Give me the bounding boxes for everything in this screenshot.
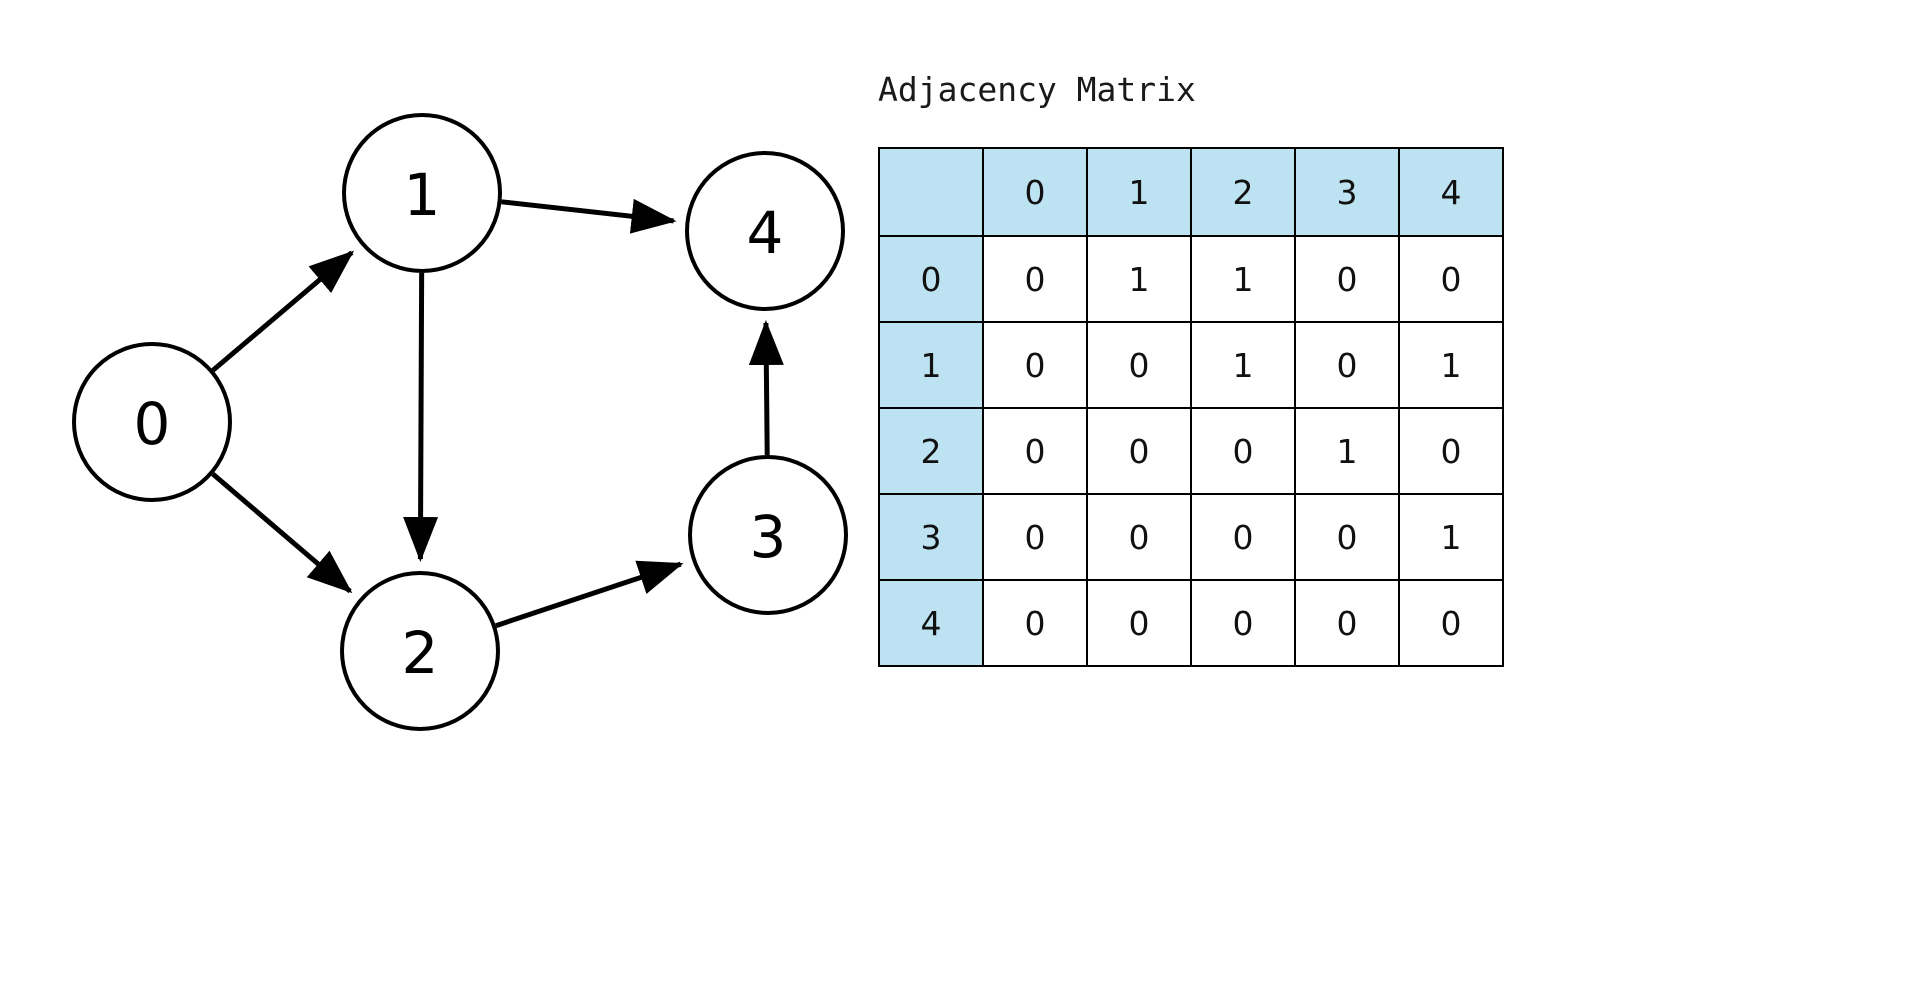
matrix-cell-0-1: 1 [1086, 235, 1192, 323]
node-circle-4 [685, 151, 845, 311]
matrix-cell-1-0: 0 [982, 321, 1088, 409]
matrix-cell-3-3: 0 [1294, 493, 1400, 581]
graph-node-1[interactable]: 1 [342, 113, 502, 273]
matrix-cell-0-4: 0 [1398, 235, 1504, 323]
edge-1-to-4 [501, 198, 677, 234]
graph-node-4[interactable]: 4 [685, 151, 845, 311]
node-circle-3 [688, 455, 848, 615]
nodes-layer: 0 1 2 3 4 [72, 113, 848, 731]
matrix-col-header-2: 2 [1190, 147, 1296, 237]
matrix-cell-3-4: 1 [1398, 493, 1504, 581]
matrix-cell-2-2: 0 [1190, 407, 1296, 495]
edge-0-to-2 [211, 472, 353, 594]
edge-1-to-2 [403, 272, 439, 563]
matrix-col-header-3: 3 [1294, 147, 1400, 237]
matrix-cell-3-0: 0 [982, 493, 1088, 581]
matrix-row-header-1: 1 [878, 321, 984, 409]
matrix-cell-4-3: 0 [1294, 579, 1400, 667]
edge-0-to-1 [211, 250, 355, 373]
matrix-col-header-0: 0 [982, 147, 1088, 237]
edges-layer [211, 198, 784, 629]
matrix-cell-0-3: 0 [1294, 235, 1400, 323]
matrix-cell-3-1: 0 [1086, 493, 1192, 581]
graph-node-0[interactable]: 0 [72, 342, 232, 502]
edge-2-to-3 [495, 560, 684, 629]
graph-node-2[interactable]: 2 [340, 571, 500, 731]
matrix-cell-4-1: 0 [1086, 579, 1192, 667]
matrix-row-header-0: 0 [878, 235, 984, 323]
matrix-cell-0-0: 0 [982, 235, 1088, 323]
node-label-4: 4 [747, 199, 784, 267]
node-label-0: 0 [134, 390, 171, 458]
edge-3-to-4 [748, 319, 784, 456]
node-label-2: 2 [402, 619, 439, 687]
matrix-cell-1-4: 1 [1398, 321, 1504, 409]
matrix-cell-4-4: 0 [1398, 579, 1504, 667]
matrix-col-header-4: 4 [1398, 147, 1504, 237]
matrix-corner-cell [878, 147, 984, 237]
matrix-cell-1-1: 0 [1086, 321, 1192, 409]
matrix-row-header-4: 4 [878, 579, 984, 667]
matrix-cell-2-3: 1 [1294, 407, 1400, 495]
matrix-cell-2-0: 0 [982, 407, 1088, 495]
node-label-3: 3 [750, 503, 787, 571]
matrix-col-header-1: 1 [1086, 147, 1192, 237]
node-circle-0 [72, 342, 232, 502]
graph-node-3[interactable]: 3 [688, 455, 848, 615]
matrix-cell-1-3: 0 [1294, 321, 1400, 409]
matrix-cell-2-4: 0 [1398, 407, 1504, 495]
matrix-cell-4-0: 0 [982, 579, 1088, 667]
node-circle-1 [342, 113, 502, 273]
matrix-cell-2-1: 0 [1086, 407, 1192, 495]
node-circle-2 [340, 571, 500, 731]
matrix-row-header-2: 2 [878, 407, 984, 495]
matrix-title: Adjacency Matrix [878, 70, 1196, 109]
matrix-cell-4-2: 0 [1190, 579, 1296, 667]
node-label-1: 1 [404, 161, 441, 229]
matrix-row-header-3: 3 [878, 493, 984, 581]
matrix-cell-3-2: 0 [1190, 493, 1296, 581]
matrix-cell-0-2: 1 [1190, 235, 1296, 323]
matrix-cell-1-2: 1 [1190, 321, 1296, 409]
